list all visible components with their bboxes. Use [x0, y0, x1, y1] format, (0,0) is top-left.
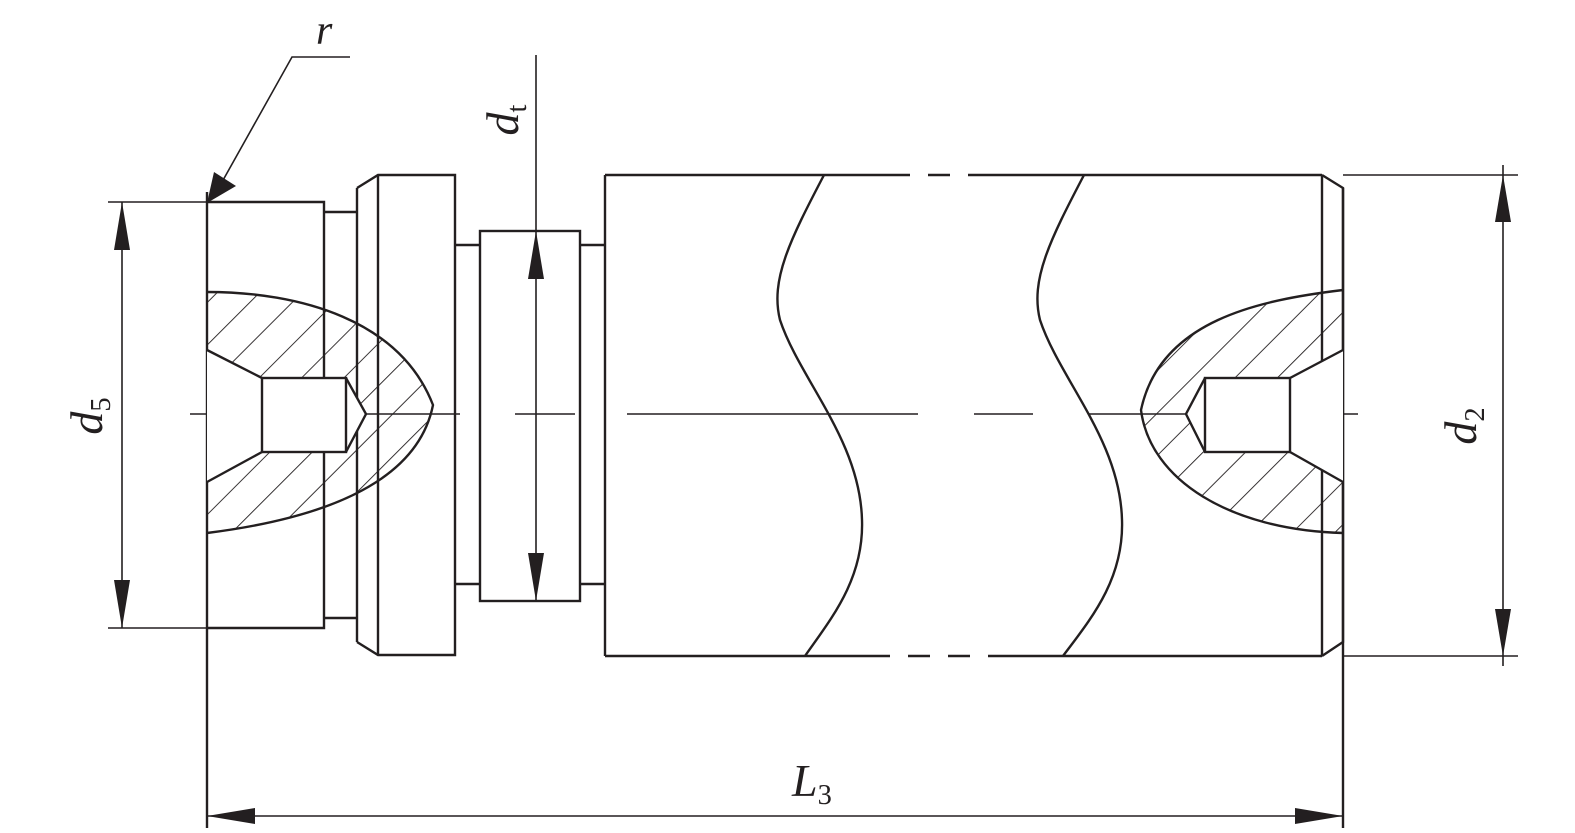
leader-r — [207, 56, 350, 203]
label-L3: L3 — [792, 755, 832, 811]
journal-dt — [455, 55, 605, 603]
dimension-dt — [528, 231, 544, 601]
dimension-d2 — [1343, 165, 1518, 666]
dimension-L3 — [207, 808, 1343, 824]
left-hatch-section — [206, 290, 435, 535]
label-dt: dt — [477, 104, 533, 136]
right-hatch-section — [1139, 288, 1344, 535]
label-d5: d5 — [61, 397, 117, 435]
label-r: r — [316, 8, 333, 54]
dimension-d5 — [108, 201, 207, 629]
label-d2: d2 — [1435, 407, 1491, 445]
main-body — [603, 173, 1345, 828]
